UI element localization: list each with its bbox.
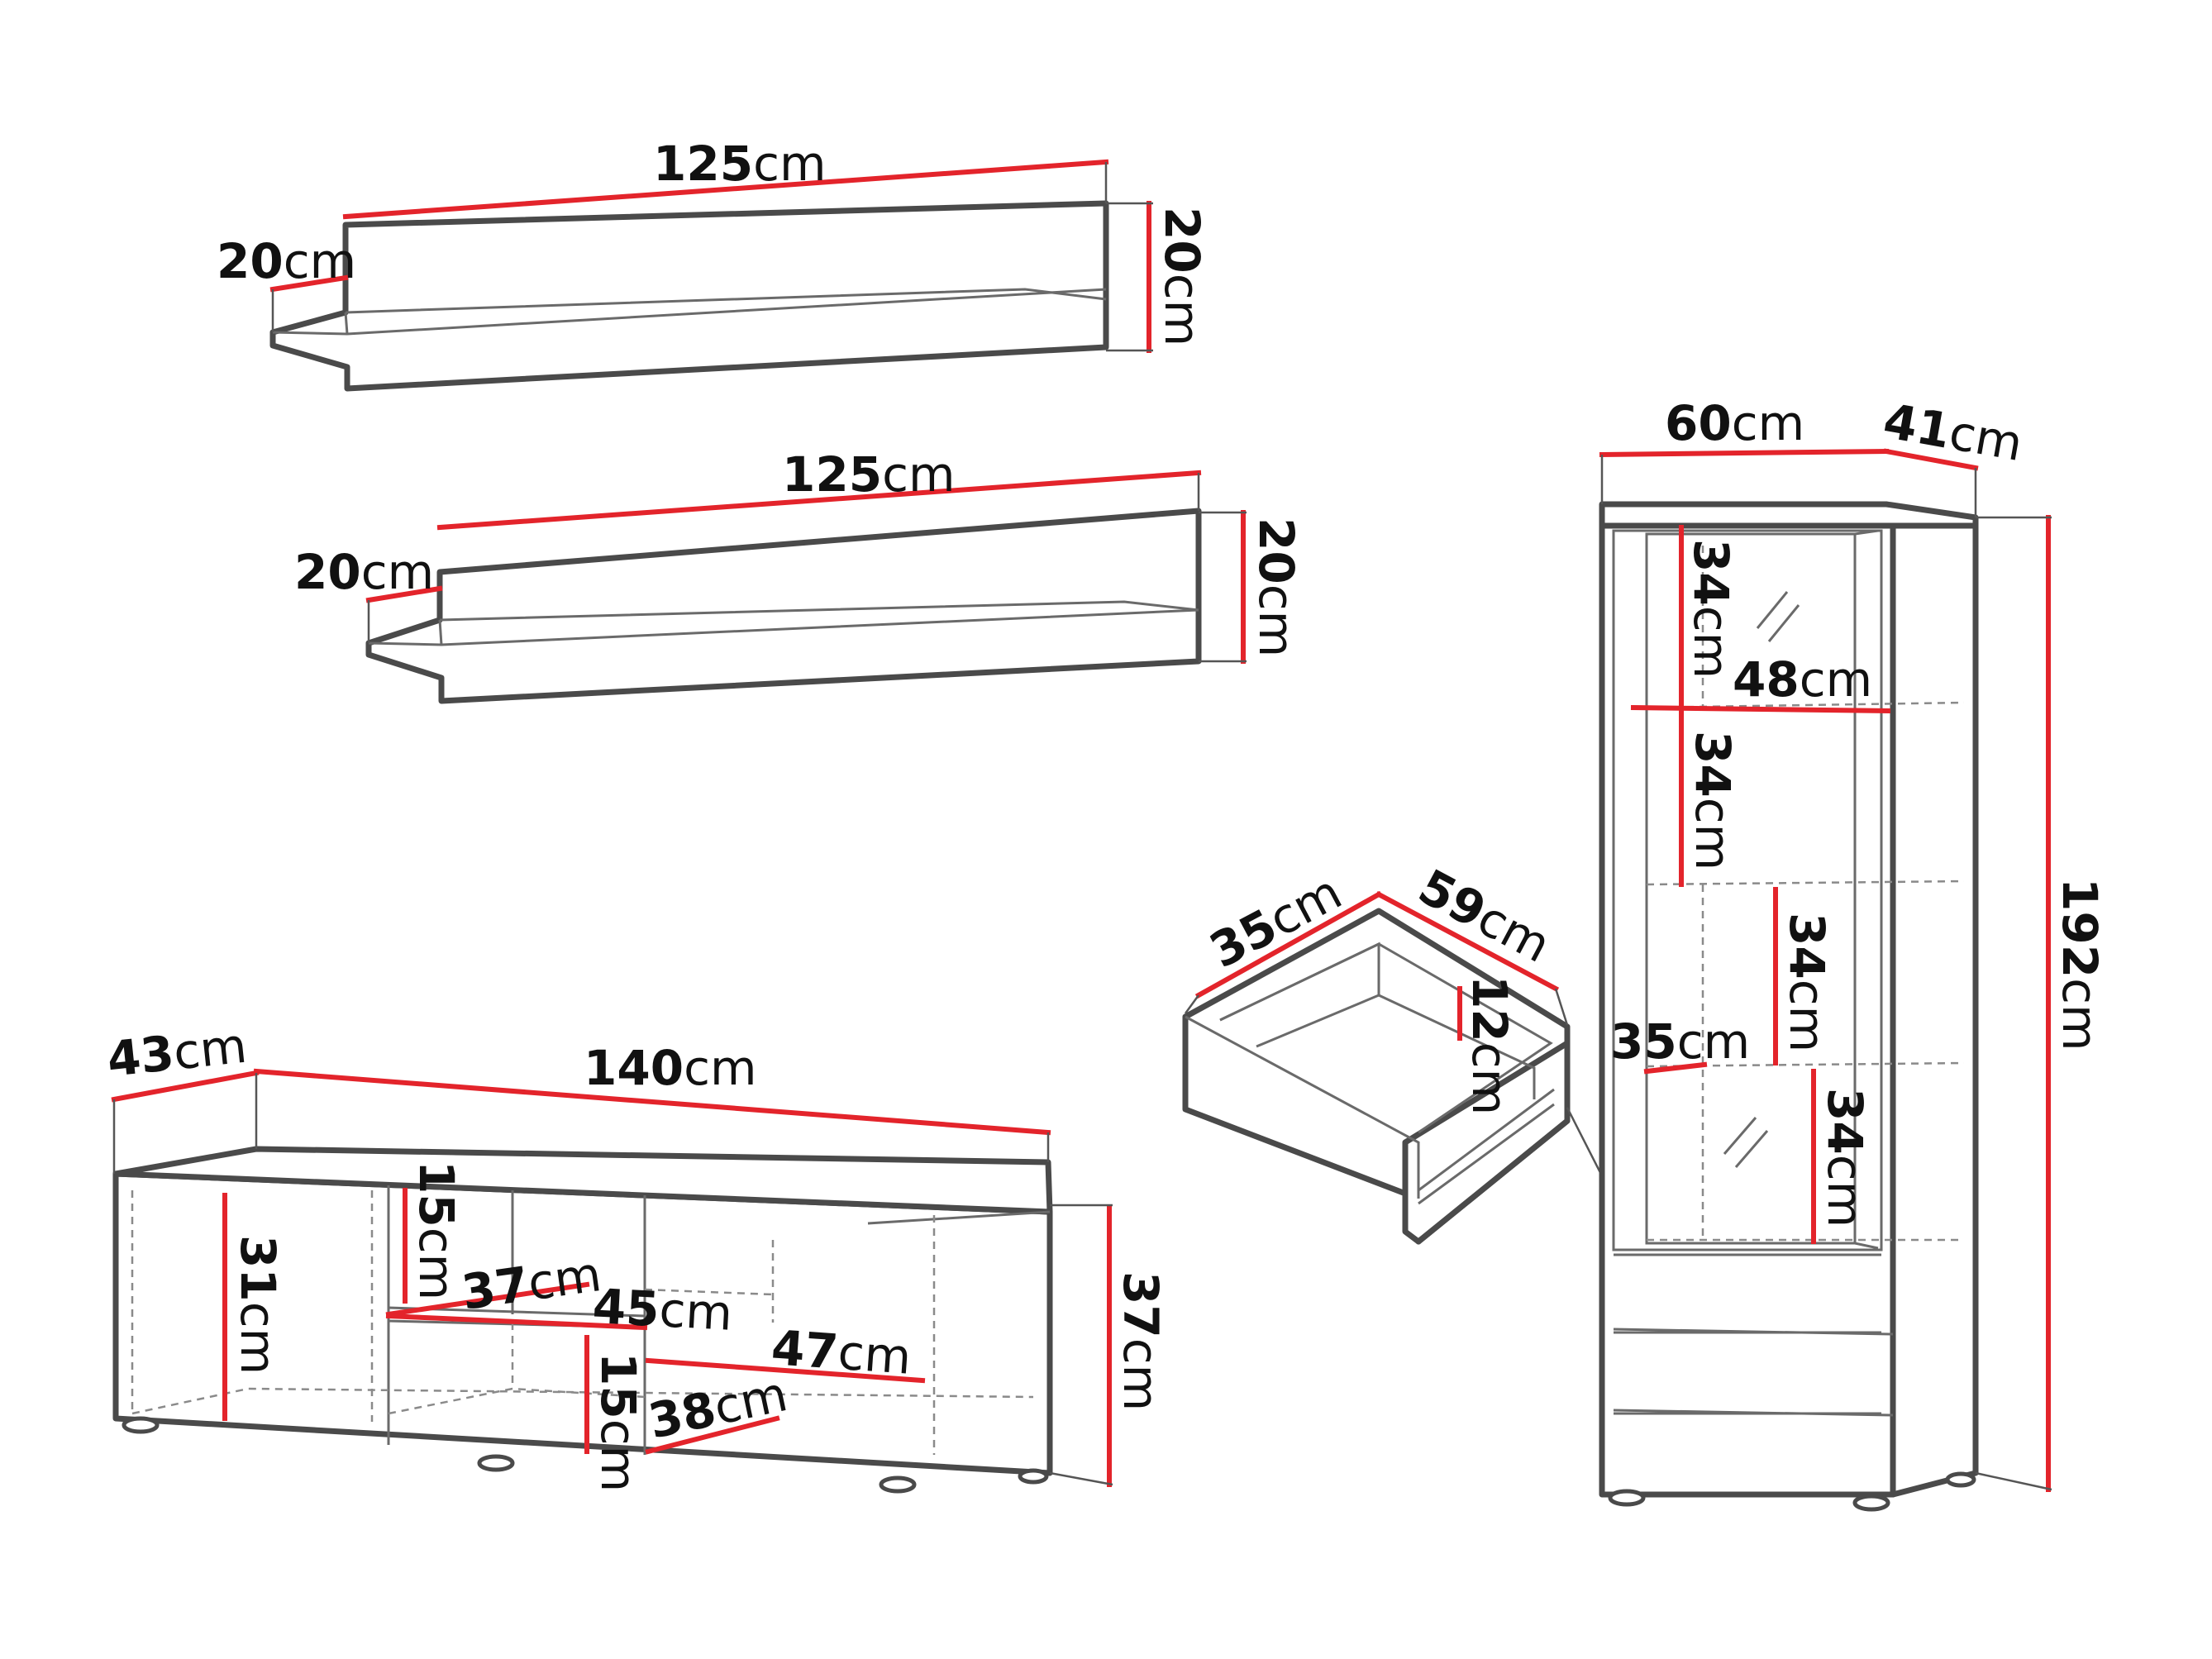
tv-height-label: 37cm [1113, 1271, 1169, 1411]
shelf-top-body [269, 200, 1109, 392]
cabinet-depth-label: 41cm [1880, 393, 2027, 472]
tv-stand: 140cm 43cm 37cm 31cm 15cm 37cm 45cm 47cm… [104, 1018, 1169, 1494]
tv-lower-niche-depth-line [645, 1415, 780, 1455]
tv-left-height-label: 31cm [230, 1235, 286, 1375]
shelf-top-height-label: 20cm [1154, 207, 1210, 346]
shelf-top-length-label: 125cm [653, 136, 826, 192]
cabinet-gap-3-label: 34cm [1779, 913, 1835, 1052]
cabinet-shelf-depth-line [1643, 1061, 1708, 1075]
shelf-bottom-body [365, 508, 1202, 704]
cabinet-side [1890, 522, 1979, 1498]
tv-niche-width-line [385, 1313, 648, 1331]
tv-niche-width-label: 45cm [591, 1278, 733, 1342]
cabinet-height-label: 192cm [2052, 878, 2108, 1051]
tv-upper-niche-depth-line [385, 1281, 590, 1318]
cabinet-inner-width-line [1630, 704, 1891, 714]
cabinet-inner-width-label: 48cm [1733, 651, 1872, 708]
wall-shelf-bottom: 125cm 20cm 20cm [294, 446, 1304, 704]
tv-right-width-label: 47cm [770, 1319, 913, 1385]
shelf-bottom-depth-line [365, 585, 443, 603]
wall-shelf-top: 125cm 20cm 20cm [217, 136, 1210, 392]
drawer: 35cm 59cm 12cm [1182, 858, 1670, 1307]
cabinet-width-line [1599, 448, 1890, 458]
cabinet-gap-4-label: 34cm [1817, 1088, 1873, 1228]
cabinet-depth-line [1883, 448, 1979, 471]
cabinet-shelf-depth-label: 35cm [1610, 1013, 1750, 1070]
tv-width-label: 140cm [584, 1040, 756, 1096]
drawer-width-line [1375, 890, 1560, 993]
tv-right-width-line [645, 1357, 926, 1384]
tv-depth-label: 43cm [104, 1018, 249, 1088]
shelf-bottom-length-label: 125cm [782, 446, 955, 503]
shelf-bottom-height-label: 20cm [1248, 517, 1304, 657]
tv-upper-niche-depth-label: 37cm [458, 1246, 604, 1321]
tv-upper-niche-height-label: 15cm [408, 1161, 465, 1300]
drawer-height-label: 12cm [1461, 975, 1518, 1115]
drawer-depth-line [1194, 890, 1383, 999]
drawer-front [1402, 1040, 1571, 1245]
tall-cabinet: 60cm 41cm 192cm 34cm 48cm 34cm 34cm 35cm… [1599, 393, 2108, 1512]
tv-width-line [253, 1068, 1051, 1136]
shelf-top-length-line [342, 159, 1109, 220]
shelf-top-depth-line [269, 274, 349, 293]
cabinet-top [1599, 501, 1979, 529]
cabinet-width-label: 60cm [1665, 395, 1804, 451]
shelf-bottom-length-line [436, 470, 1202, 531]
shelf-bottom-depth-label: 20cm [294, 544, 434, 600]
shelf-top-depth-label: 20cm [217, 233, 356, 289]
cabinet-gap-1-label: 34cm [1683, 539, 1739, 679]
cabinet-gap-2-label: 34cm [1685, 731, 1741, 870]
tv-depth-line [111, 1070, 260, 1103]
tv-lower-niche-height-label: 15cm [590, 1352, 646, 1492]
